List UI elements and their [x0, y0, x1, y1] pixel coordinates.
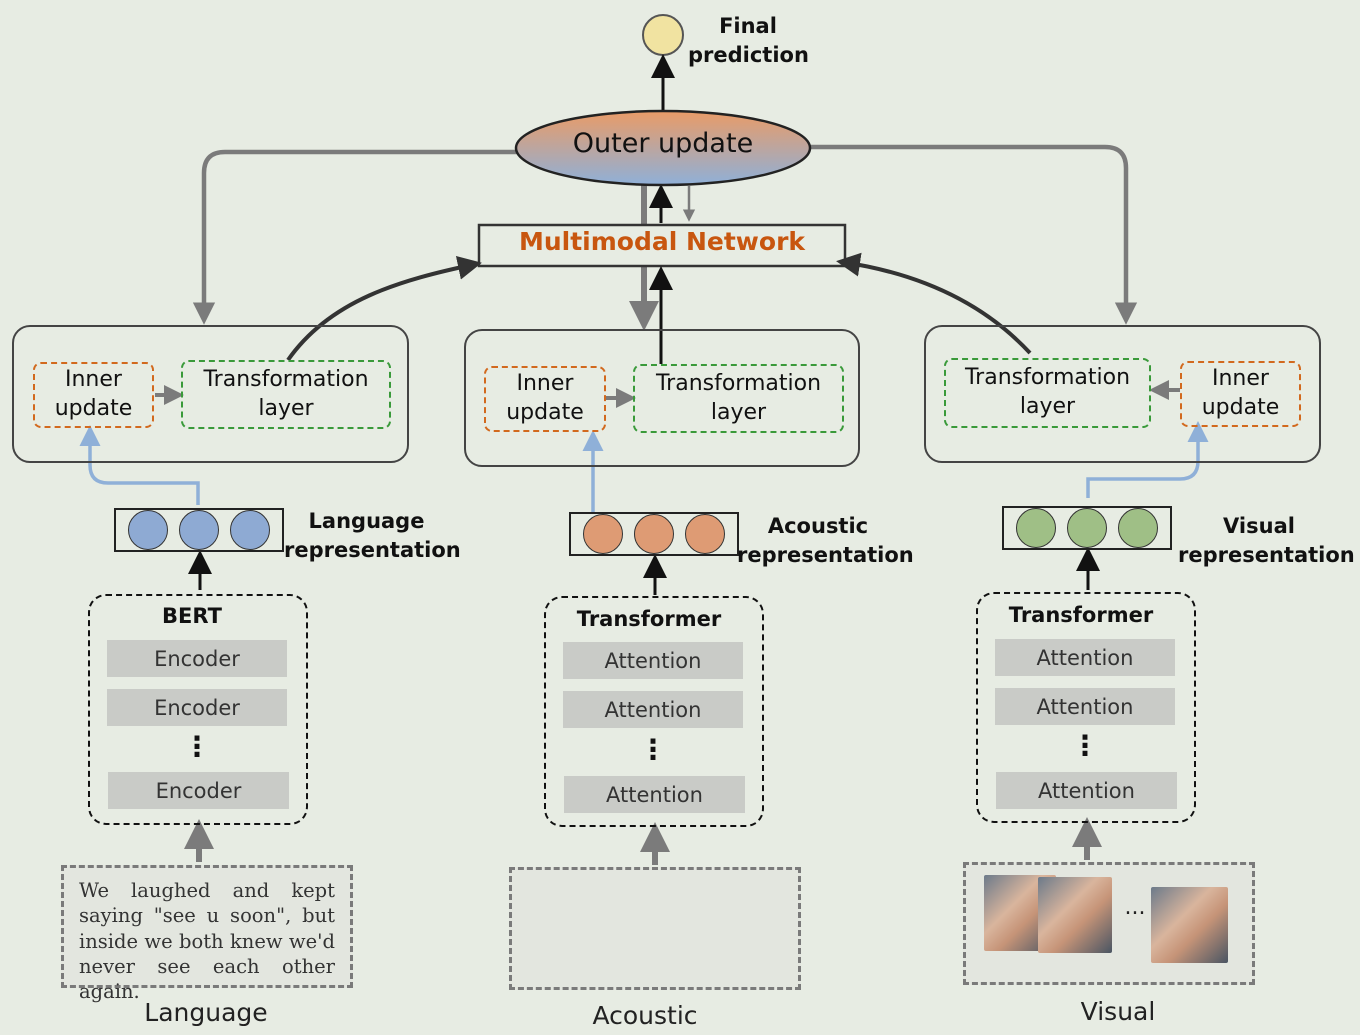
language-input-label: Language	[144, 998, 268, 1027]
language-representation-label: Language representation	[284, 509, 461, 562]
language-rep-dot	[127, 510, 168, 550]
language-to-network-arrow	[286, 255, 482, 362]
attention-layer: Attention	[564, 776, 745, 813]
attention-layer: Attention	[996, 772, 1177, 809]
visual-update-module	[924, 325, 1321, 463]
acoustic-rep-dot	[633, 514, 674, 554]
acoustic-transformation-layer: Transformation layer	[633, 364, 844, 433]
language-encoder-block	[88, 594, 308, 825]
encoder-layer: Encoder	[107, 689, 287, 726]
visual-input-label: Visual	[1080, 997, 1156, 1026]
language-input-text: We laughed and kept saying "see u soon",…	[61, 865, 353, 1003]
acoustic-rep-dot	[685, 514, 726, 554]
visual-rep-dot	[1066, 508, 1107, 548]
acoustic-representation-label: Acoustic representation	[737, 514, 914, 567]
video-frame-image	[1038, 877, 1112, 953]
visual-inner-update: Inner update	[1180, 361, 1301, 427]
acoustic-encoder-block	[544, 596, 764, 827]
visual-transformation-layer: Transformation layer	[944, 358, 1151, 428]
visual-representation-label: Visual representation	[1178, 514, 1355, 567]
visual-representation-vector	[1002, 506, 1172, 550]
video-frame-image	[1151, 887, 1228, 963]
multimodal-network-label: Multimodal Network	[518, 227, 806, 256]
encoder-layer: Encoder	[107, 640, 287, 677]
language-layer-ellipsis: ⋮	[183, 730, 211, 763]
attention-layer: Attention	[563, 691, 743, 728]
outer-to-visual-arrow	[808, 144, 1138, 325]
acoustic-encoder-title: Transformer	[576, 607, 722, 631]
language-inner-update: Inner update	[33, 362, 154, 428]
visual-rep-dot	[1118, 508, 1159, 548]
acoustic-representation-vector	[569, 512, 739, 556]
language-encoder-title: BERT	[162, 604, 222, 628]
visual-to-network-arrow	[836, 252, 1032, 355]
outer-update-node	[514, 109, 812, 187]
language-representation-vector	[114, 508, 284, 552]
final-prediction-label: Final prediction	[688, 14, 809, 67]
multimodal-network-box	[477, 223, 847, 268]
encoder-layer: Encoder	[108, 772, 289, 809]
visual-layer-ellipsis: ⋮	[1071, 729, 1099, 762]
visual-encoder-title: Transformer	[1008, 603, 1154, 627]
outer-to-language-arrow	[192, 149, 518, 325]
acoustic-update-module	[464, 329, 860, 467]
visual-rep-dot	[1015, 508, 1056, 548]
outer-update-label: Outer update	[572, 128, 754, 159]
attention-layer: Attention	[995, 688, 1175, 725]
attention-layer: Attention	[995, 639, 1175, 676]
language-update-module	[12, 325, 409, 463]
final-prediction-node	[642, 14, 684, 56]
language-rep-to-inner-arrow	[79, 425, 200, 505]
language-rep-dot	[230, 510, 271, 550]
language-transformation-layer: Transformation layer	[181, 360, 391, 429]
visual-encoder-block	[976, 592, 1196, 823]
language-rep-dot	[178, 510, 219, 550]
acoustic-rep-dot	[582, 514, 623, 554]
acoustic-input-label: Acoustic	[592, 1001, 698, 1030]
frames-ellipsis: ...	[1124, 895, 1146, 920]
visual-input-box: ...	[963, 862, 1255, 985]
acoustic-layer-ellipsis: ⋮	[639, 733, 667, 766]
attention-layer: Attention	[563, 642, 743, 679]
acoustic-inner-update: Inner update	[484, 366, 606, 432]
acoustic-input-box	[509, 867, 801, 990]
